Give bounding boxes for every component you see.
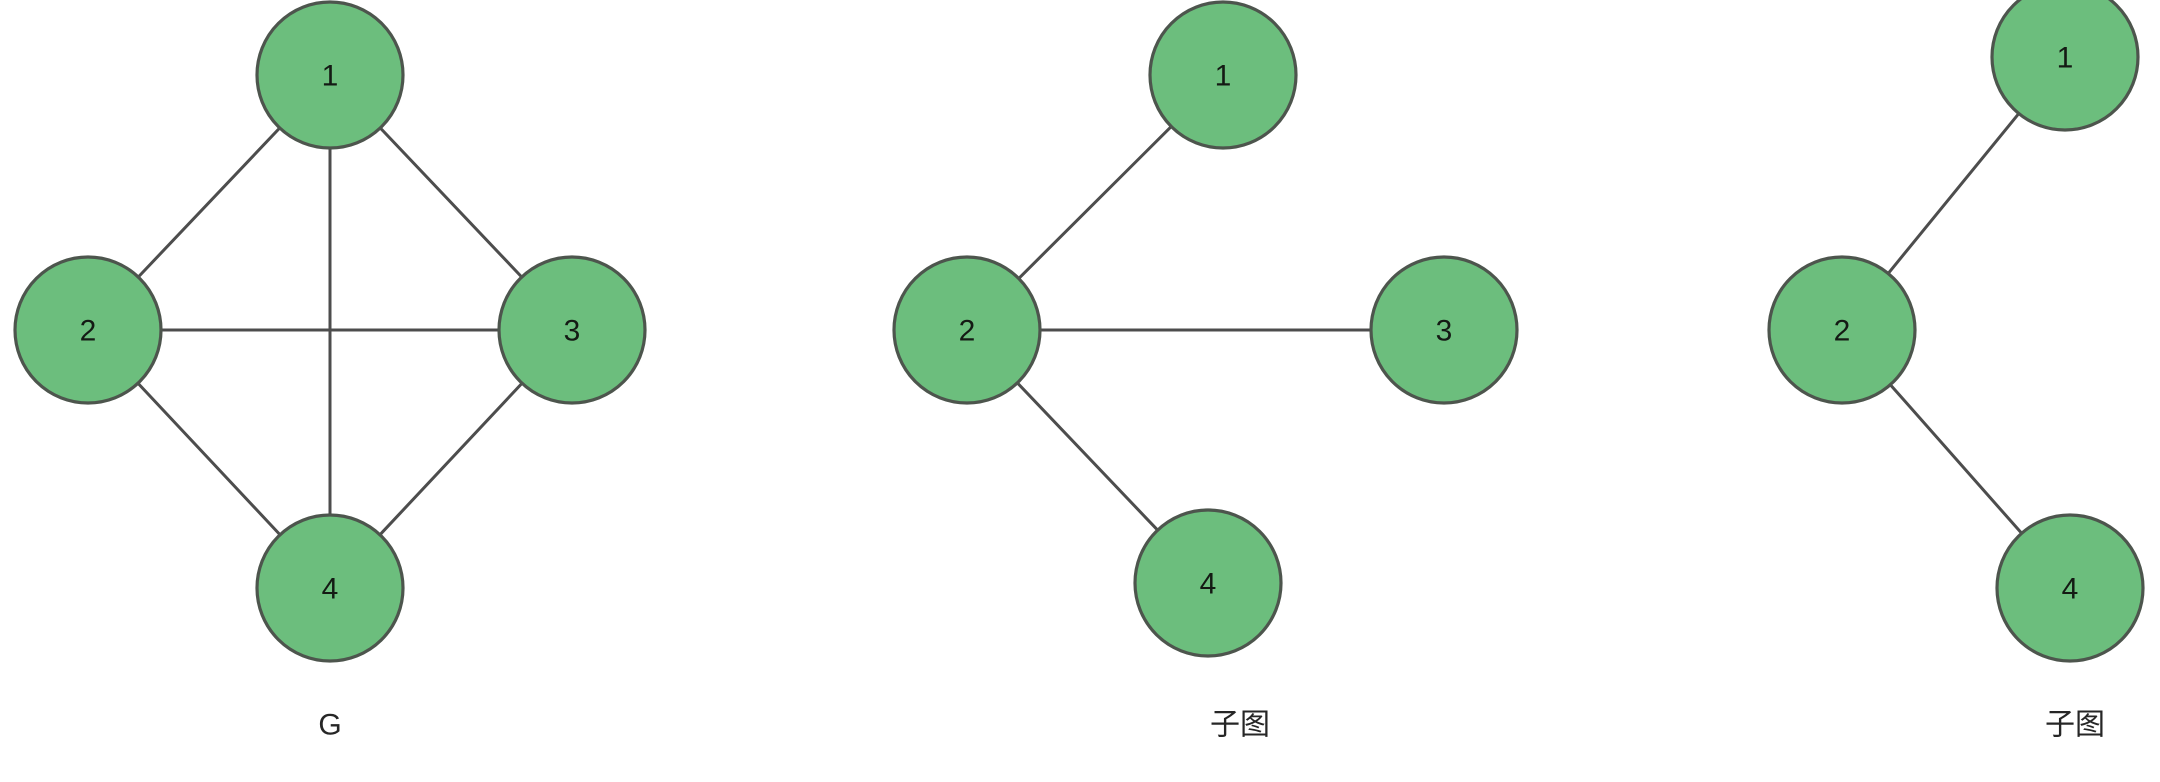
edge-group — [1885, 110, 2025, 537]
node-circle-3[interactable] — [497, 255, 647, 405]
node-circle-3[interactable] — [1369, 255, 1519, 405]
graph-edge-2-1 — [1015, 123, 1175, 282]
panel-caption-panel-g: G — [318, 709, 341, 742]
node-group: 12 34 — [892, 0, 1519, 658]
graph-node-3[interactable]: 3 — [497, 255, 647, 405]
node-circle-1[interactable] — [1990, 0, 2140, 132]
graph-edge-2-4 — [1887, 381, 2025, 537]
node-circle-2[interactable] — [13, 255, 163, 405]
node-circle-1[interactable] — [1148, 0, 1298, 150]
node-circle-4[interactable] — [255, 513, 405, 663]
graph-edge-3-4 — [377, 380, 525, 538]
graph-node-4[interactable]: 4 — [1133, 508, 1283, 658]
panel-caption-panel-subgraph-1: 子图 — [1210, 709, 1270, 742]
edge-group — [135, 125, 525, 538]
graph-node-2[interactable]: 2 — [1767, 255, 1917, 405]
graph-edge-2-1 — [1885, 110, 2022, 277]
graph-node-4[interactable]: 4 — [1995, 513, 2145, 663]
node-circle-2[interactable] — [892, 255, 1042, 405]
node-group: 12 34 — [13, 0, 647, 663]
node-circle-2[interactable] — [1767, 255, 1917, 405]
graph-node-2[interactable]: 2 — [892, 255, 1042, 405]
panel-subgraph-1: 12 34 子图 — [892, 0, 1519, 742]
node-circle-1[interactable] — [255, 0, 405, 150]
graph-edge-2-4 — [135, 380, 283, 538]
node-circle-4[interactable] — [1995, 513, 2145, 663]
graph-node-4[interactable]: 4 — [255, 513, 405, 663]
node-circle-4[interactable] — [1133, 508, 1283, 658]
panel-caption-panel-subgraph-2: 子图 — [2045, 709, 2105, 742]
graph-node-3[interactable]: 3 — [1369, 255, 1519, 405]
panel-g: 12 34G — [13, 0, 647, 742]
graph-node-2[interactable]: 2 — [13, 255, 163, 405]
edge-group — [1014, 123, 1375, 534]
graph-edge-1-3 — [377, 125, 525, 280]
graph-node-1[interactable]: 1 — [1990, 0, 2140, 132]
graph-edge-1-2 — [135, 125, 283, 280]
graph-edge-2-4 — [1014, 379, 1161, 534]
node-group: 124 — [1767, 0, 2145, 663]
panel-subgraph-2: 124 子图 — [1767, 0, 2145, 742]
graph-node-1[interactable]: 1 — [255, 0, 405, 150]
graph-node-1[interactable]: 1 — [1148, 0, 1298, 150]
